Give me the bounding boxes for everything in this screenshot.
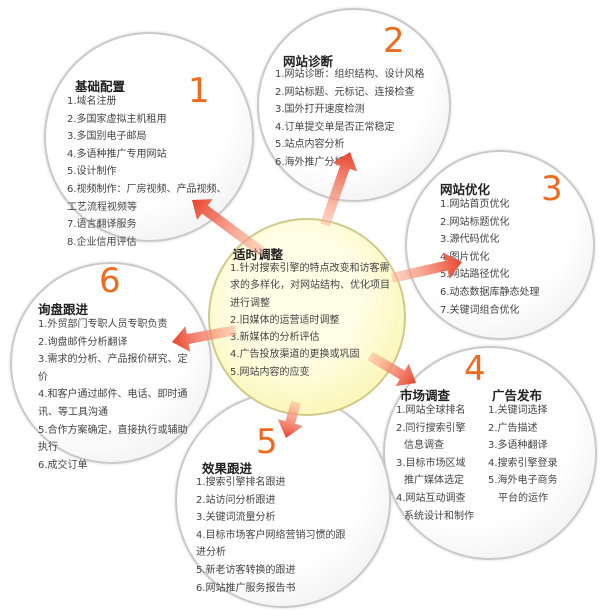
list-item: 1.搜索引擎排名跟进	[196, 477, 286, 488]
list-item: 3.源代码优化	[440, 234, 500, 246]
list-item: 3.关键词流量分析	[196, 512, 276, 524]
list-item: 1.域名注册	[67, 96, 117, 107]
list-item: 4.网站互动调查	[396, 492, 466, 504]
circle-basic-config	[44, 32, 254, 242]
list-item: 讯、等工具沟通	[38, 406, 108, 418]
list-item: 推广媒体选定	[404, 475, 464, 487]
list-item: 进行调整	[230, 297, 270, 309]
list-item: 2.站访问分析跟进	[196, 494, 276, 506]
list-item: 2.多国家虚拟主机租用	[67, 113, 167, 125]
market-research-list: 1.网站全球排名 2.同行搜索引擎 信息调查 3.目标市场区域 推广媒体选定 4…	[396, 402, 474, 525]
list-item: 3.多语种翻译	[488, 440, 548, 452]
list-item: 1.网站全球排名	[396, 405, 466, 416]
inquiry-follow-up-list: 1.外贸部门专职人员专职负责 2.询盘邮件分析翻译 3.需求的分析、产品报价研究…	[38, 316, 188, 474]
step-number-4: 4	[464, 349, 486, 389]
arrow-to-basic-config	[192, 199, 265, 257]
list-item: 4.目标市场客户网络营销习惯的跟	[196, 529, 346, 541]
list-item: 2.旧媒体的运营适时调整	[230, 314, 340, 326]
list-item: 2.广告描述	[488, 422, 538, 434]
list-item: 7.关键词组合优化	[440, 304, 520, 316]
center-circle-timely-adjustment	[208, 218, 406, 416]
list-item: 4.搜索引擎登录	[488, 457, 558, 469]
list-item: 7.语言翻译服务	[67, 219, 137, 231]
list-item: 6.海外推广分析	[275, 156, 345, 168]
site-optimization-title: 网站优化	[440, 182, 491, 197]
list-item: 6.动态数据库静态处理	[440, 286, 540, 298]
list-item: 6.网站推广服务报告书	[196, 582, 296, 594]
timely-adjustment-list: 1.针对搜索引擎的特点改变和访客需 求的多样化，对网站结构、优化项目 进行调整 …	[230, 260, 390, 381]
list-item: 5.合作方案确定，直接执行或辅助	[38, 424, 188, 436]
list-item: 8.企业信用评估	[67, 236, 137, 248]
arrow-to-inquiry-follow-up	[171, 325, 237, 352]
list-item: 2.询盘邮件分析翻译	[38, 336, 128, 348]
list-item: 信息调查	[404, 440, 444, 452]
arrow-to-effect-follow-up	[277, 400, 303, 439]
basic-config-title: 基础配置	[75, 79, 126, 94]
site-diagnosis-list: 1.网站诊断：组织结构、设计风格 2.网站标题、元标记、连接检查 3.国外打开速…	[275, 66, 425, 172]
list-item: 平台的运作	[498, 492, 548, 504]
list-item: 3.新媒体的分析评估	[230, 332, 320, 344]
arrow-to-site-diagnosis	[320, 151, 358, 227]
circle-market-research-advertising	[383, 346, 597, 560]
arrow-to-market-research	[367, 351, 416, 387]
list-item: 6.成交订单	[38, 459, 88, 471]
list-item: 4.图片优化	[440, 251, 490, 263]
list-item: 4.和客户通过邮件、电话、即时通	[38, 389, 188, 401]
circle-inquiry-follow-up	[10, 262, 212, 464]
list-item: 1.网站首页优化	[440, 199, 510, 210]
list-item: 3.多国别电子邮局	[67, 131, 147, 143]
list-item: 5.网站内容的应变	[230, 366, 310, 378]
list-item: 2.同行搜索引擎	[396, 422, 466, 434]
list-item: 系统设计和制作	[404, 510, 474, 522]
list-item: 执行	[38, 442, 58, 454]
list-item: 3.国外打开速度检测	[275, 104, 365, 116]
list-item: 5.新老访客转换的跟进	[196, 564, 296, 576]
list-item: 5.海外电子商务	[488, 475, 558, 487]
effect-follow-up-list: 1.搜索引擎排名跟进 2.站访问分析跟进 3.关键词流量分析 4.目标市场客户网…	[196, 474, 346, 597]
market-research-title: 市场调查	[400, 388, 451, 403]
step-number-2: 2	[383, 21, 405, 61]
site-diagnosis-title: 网站诊断	[283, 54, 334, 69]
step-number-3: 3	[541, 169, 563, 209]
list-item: 3.需求的分析、产品报价研究、定	[38, 354, 188, 366]
list-item: 1.关键词选择	[488, 405, 548, 416]
advertising-title: 广告发布	[492, 388, 543, 403]
step-number-6: 6	[99, 261, 121, 301]
list-item: 6.视频制作：厂房视频、产品视频、	[67, 183, 227, 195]
circle-site-optimization	[405, 150, 595, 340]
list-item: 求的多样化，对网站结构、优化项目	[230, 280, 390, 292]
list-item: 工艺流程视频等	[67, 201, 137, 213]
list-item: 5.设计制作	[67, 166, 117, 178]
list-item: 5.网站路径优化	[440, 269, 510, 281]
arrow-to-site-optimization	[390, 252, 463, 283]
step-number-5: 5	[256, 422, 278, 462]
inquiry-follow-up-title: 询盘跟进	[38, 302, 89, 317]
list-item: 4.多语种推广专用网站	[67, 148, 167, 160]
list-item: 1.针对搜索引擎的特点改变和访客需	[230, 263, 390, 274]
list-item: 2.网站标题、元标记、连接检查	[275, 86, 415, 98]
list-item: 价	[38, 371, 48, 383]
list-item: 5.站点内容分析	[275, 139, 345, 151]
list-item: 2.网站标题优化	[440, 216, 510, 228]
list-item: 4.订单提交单是否正常稳定	[275, 121, 395, 133]
list-item: 进分析	[196, 547, 226, 559]
list-item: 3.目标市场区域	[396, 457, 466, 469]
advertising-list: 1.关键词选择 2.广告描述 3.多语种翻译 4.搜索引擎登录 5.海外电子商务…	[488, 402, 558, 508]
basic-config-list: 1.域名注册 2.多国家虚拟主机租用 3.多国别电子邮局 4.多语种推广专用网站…	[67, 93, 227, 251]
site-optimization-list: 1.网站首页优化 2.网站标题优化 3.源代码优化 4.图片优化 5.网站路径优…	[440, 196, 540, 319]
list-item: 4.广告投放渠道的更换或巩固	[230, 349, 360, 361]
effect-follow-up-title: 效果跟进	[202, 461, 253, 476]
step-number-1: 1	[188, 71, 210, 111]
list-item: 1.网站诊断：组织结构、设计风格	[275, 69, 425, 80]
list-item: 1.外贸部门专职人员专职负责	[38, 319, 168, 330]
